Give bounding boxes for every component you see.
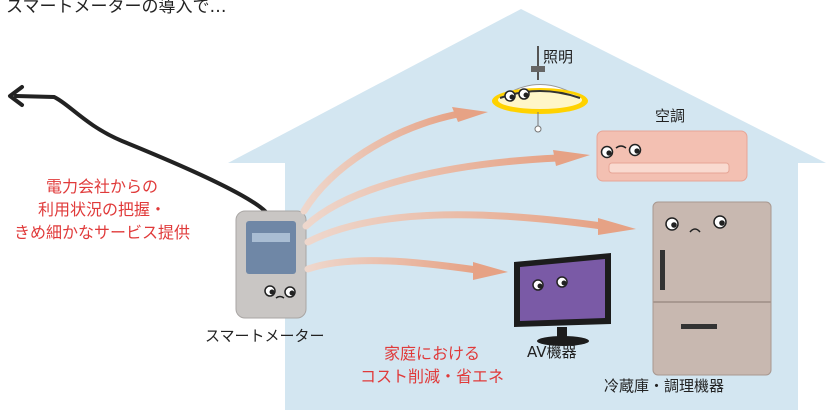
- utility-note-line: 電力会社からの: [46, 177, 159, 196]
- home-benefit-note: 家庭における コスト削減・省エネ: [360, 342, 504, 388]
- air-conditioner: [596, 130, 748, 182]
- utility-note-line: 利用状況の把握・: [38, 200, 167, 220]
- utility-note-line: きめ細かなサービス提供: [14, 223, 191, 243]
- arm-to-tv: [304, 257, 508, 280]
- utility-benefit-note: 電力会社からの 利用状況の把握・ きめ細かなサービス提供: [14, 175, 190, 245]
- arm-to-fridge: [304, 211, 636, 246]
- tv: [514, 253, 611, 346]
- smart-meter: [235, 210, 307, 319]
- ceiling-lamp: [492, 46, 588, 133]
- label-fridge-cooking: 冷蔵庫・調理機器: [604, 377, 725, 395]
- arm-to-lamp: [300, 107, 488, 215]
- utility-line: [14, 94, 268, 214]
- label-av-equipment: AV機器: [527, 343, 577, 361]
- arm-to-ac: [302, 150, 590, 230]
- fridge: [652, 201, 772, 376]
- pointing-arms: [300, 107, 636, 280]
- utility-arrowhead: [8, 85, 24, 107]
- label-air-conditioner: 空調: [655, 107, 686, 125]
- home-note-line: コスト削減・省エネ: [360, 367, 505, 387]
- label-lighting: 照明: [543, 48, 574, 66]
- label-smart-meter: スマートメーター: [205, 327, 325, 345]
- home-note-line: 家庭における: [384, 344, 481, 363]
- diagram-title: スマートメーターの導入で…: [6, 0, 227, 17]
